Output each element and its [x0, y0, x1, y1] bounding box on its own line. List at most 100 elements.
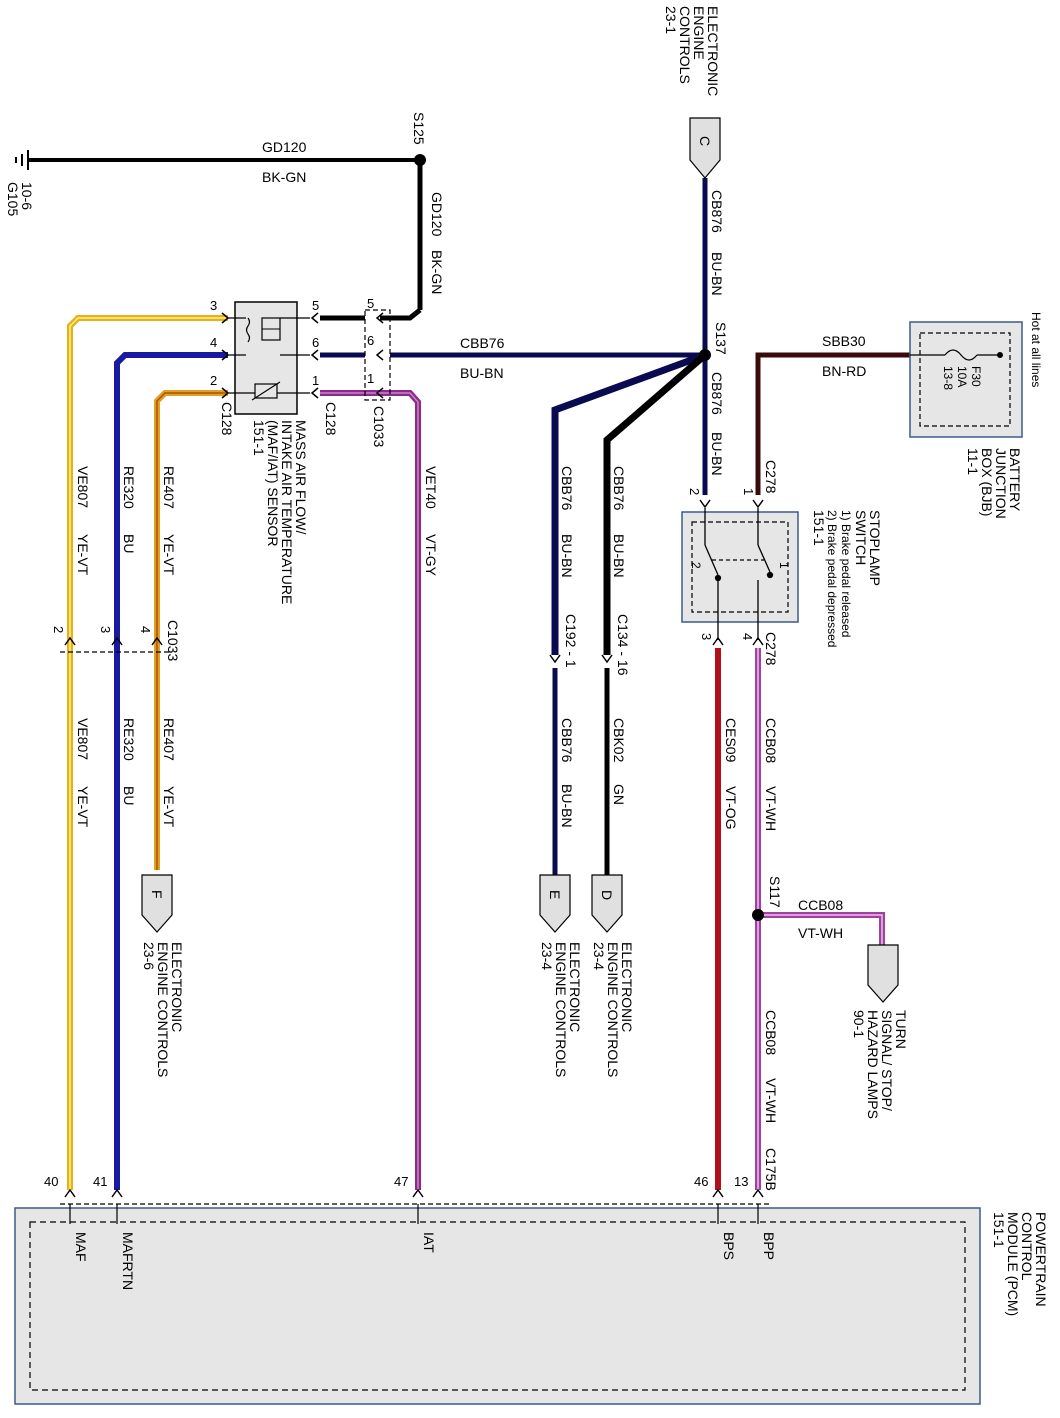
battery-junction-box — [909, 321, 1023, 438]
bjb-fuse-id: F30 — [969, 366, 983, 387]
splice-s125-label: S125 — [411, 112, 427, 145]
off-page-e-line2: ENGINE CONTROLS — [553, 942, 569, 1077]
cb876-mid-color: BU-BN — [709, 432, 725, 476]
wire-gd120-to-c1033 — [380, 308, 422, 321]
c192-connector-icon — [549, 654, 561, 664]
c1033-pin-5: 5 — [367, 296, 374, 311]
c1033-pin-4: 4 — [138, 626, 153, 633]
stoplamp-bottom-connector-icon — [712, 636, 764, 646]
sbb30-circuit-label: SBB30 — [822, 333, 866, 349]
off-page-e-letter: E — [547, 890, 563, 899]
wire-vet40-inner — [320, 392, 419, 1190]
ve807-circuit: VE807 — [75, 466, 91, 508]
stoplamp-top-connector-icon — [699, 499, 764, 509]
c1033-top-connector-box — [364, 309, 391, 401]
off-page-connector-turn-icon — [867, 944, 899, 1003]
wire-cbb76-branch-e — [551, 351, 707, 655]
off-page-connector-e-icon — [539, 874, 571, 933]
turn-line3: HAZARD LAMPS — [865, 1010, 881, 1119]
pcm-pin-13: 13 — [734, 1174, 748, 1189]
ccb08-lower-color: VT-WH — [763, 1078, 779, 1123]
switch-pin-4: 4 — [740, 633, 755, 640]
ccb08-branch-color: VT-WH — [798, 925, 843, 941]
cbb76-e-lower-circuit: CBB76 — [559, 718, 575, 763]
c175b-label: C175B — [763, 1148, 779, 1191]
switch-pin-2: 2 — [687, 488, 702, 495]
splice-s117 — [752, 909, 764, 921]
turn-line4: 90-1 — [851, 1010, 867, 1038]
maf-pin-1: 1 — [312, 373, 319, 388]
bjb-line2: JUNCTION — [993, 448, 1009, 519]
pcm-connector-icon — [64, 1188, 764, 1198]
off-page-e-line1: ELECTRONIC — [567, 942, 583, 1032]
bjb-inner-dashed — [919, 332, 1011, 427]
splice-s117-label: S117 — [767, 876, 783, 908]
pcm-line4: 151-1 — [991, 1212, 1007, 1248]
re407-lower-circuit: RE407 — [161, 718, 177, 761]
stoplamp-line4: 2) Brake pedal depressed — [825, 510, 839, 647]
off-page-d-letter: D — [599, 890, 615, 900]
maf-sensor-line3: (MAF/IAT) SENSOR — [265, 420, 281, 547]
sbb30-color-label: BN-RD — [822, 363, 866, 379]
gd120-circuit-label: GD120 — [262, 139, 307, 155]
gd120-color-label: BK-GN — [262, 169, 306, 185]
off-page-connector-c-icon — [689, 117, 721, 179]
stoplamp-switch-box — [681, 511, 799, 623]
pcm-pin-name-mafrtn: MAFRTN — [120, 1232, 136, 1290]
c128-left-label: C128 — [219, 402, 235, 436]
cbk02-circuit: CBK02 — [611, 718, 627, 763]
c1033-pin-2: 2 — [51, 626, 66, 633]
ccb08-branch-circuit: CCB08 — [798, 897, 843, 913]
stoplamp-contacts-icon — [704, 508, 774, 640]
maf-sensor-line1: MASS AIR FLOW/ — [293, 420, 309, 534]
c1033-top-label: C1033 — [371, 406, 387, 447]
off-page-connector-d-icon — [591, 874, 623, 933]
maf-sensor-line4: 151-1 — [251, 420, 267, 456]
stoplamp-line2: SWITCH — [853, 510, 869, 565]
c192-label: C192 - 1 — [563, 614, 579, 668]
ground-id: G105 — [5, 182, 21, 216]
cbb76-e-lower-color: BU-BN — [559, 784, 575, 828]
wire-ve807-inner — [69, 317, 228, 1190]
off-page-f-line2: ENGINE CONTROLS — [155, 942, 171, 1077]
c278-top-label: C278 — [763, 460, 779, 494]
ve807-lower-color: YE-VT — [75, 786, 91, 828]
gd120-vertical-circuit: GD120 — [429, 192, 445, 237]
ve807-lower-circuit: VE807 — [75, 718, 91, 760]
turn-line2: SIGNAL/ STOP/ — [879, 1010, 895, 1111]
thermistor-icon — [251, 381, 281, 401]
cb876-mid-circuit: CB876 — [709, 372, 725, 415]
ces09-color: VT-OG — [723, 786, 739, 830]
wire-sbb30 — [755, 352, 910, 495]
re407-color: YE-VT — [161, 534, 177, 576]
pcm-pin-name-iat: IAT — [421, 1232, 437, 1253]
c128-right-label: C128 — [323, 402, 339, 436]
splice-s125 — [414, 154, 426, 166]
pcm-line3: MODULE (PCM) — [1005, 1212, 1021, 1316]
cbb76-color-label: BU-BN — [460, 365, 504, 381]
pcm-pin-47: 47 — [394, 1174, 408, 1189]
maf-pin-6: 6 — [312, 335, 319, 350]
switch-inner-1: 1 — [777, 562, 791, 569]
off-page-e-line3: 23-4 — [539, 942, 555, 970]
maf-sensor-line2: INTAKE AIR TEMPERATURE — [279, 420, 295, 604]
c1033-pin-1: 1 — [367, 371, 374, 386]
re320-circuit: RE320 — [121, 466, 137, 509]
bjb-line1: BATTERY — [1007, 448, 1023, 512]
turn-line1: TURN — [893, 1010, 909, 1049]
maf-pin-4: 4 — [210, 335, 217, 350]
re320-lower-color: BU — [121, 786, 137, 805]
off-page-d-line1: ELECTRONIC — [619, 942, 635, 1032]
re407-lower-color: YE-VT — [161, 786, 177, 828]
vet40-circuit: VET40 — [423, 466, 439, 509]
off-page-f-line1: ELECTRONIC — [169, 942, 185, 1032]
pcm-pin-41: 41 — [93, 1174, 107, 1189]
off-page-c-line1: ELECTRONIC — [705, 6, 721, 96]
c1033-pin-6: 6 — [367, 333, 374, 348]
re320-color: BU — [121, 534, 137, 553]
cbb76-e-color: BU-BN — [559, 534, 575, 578]
pcm-line1: POWERTRAIN — [1033, 1212, 1049, 1307]
off-page-f-letter: F — [149, 890, 165, 899]
bjb-fuse-loc: 13-8 — [941, 366, 955, 390]
